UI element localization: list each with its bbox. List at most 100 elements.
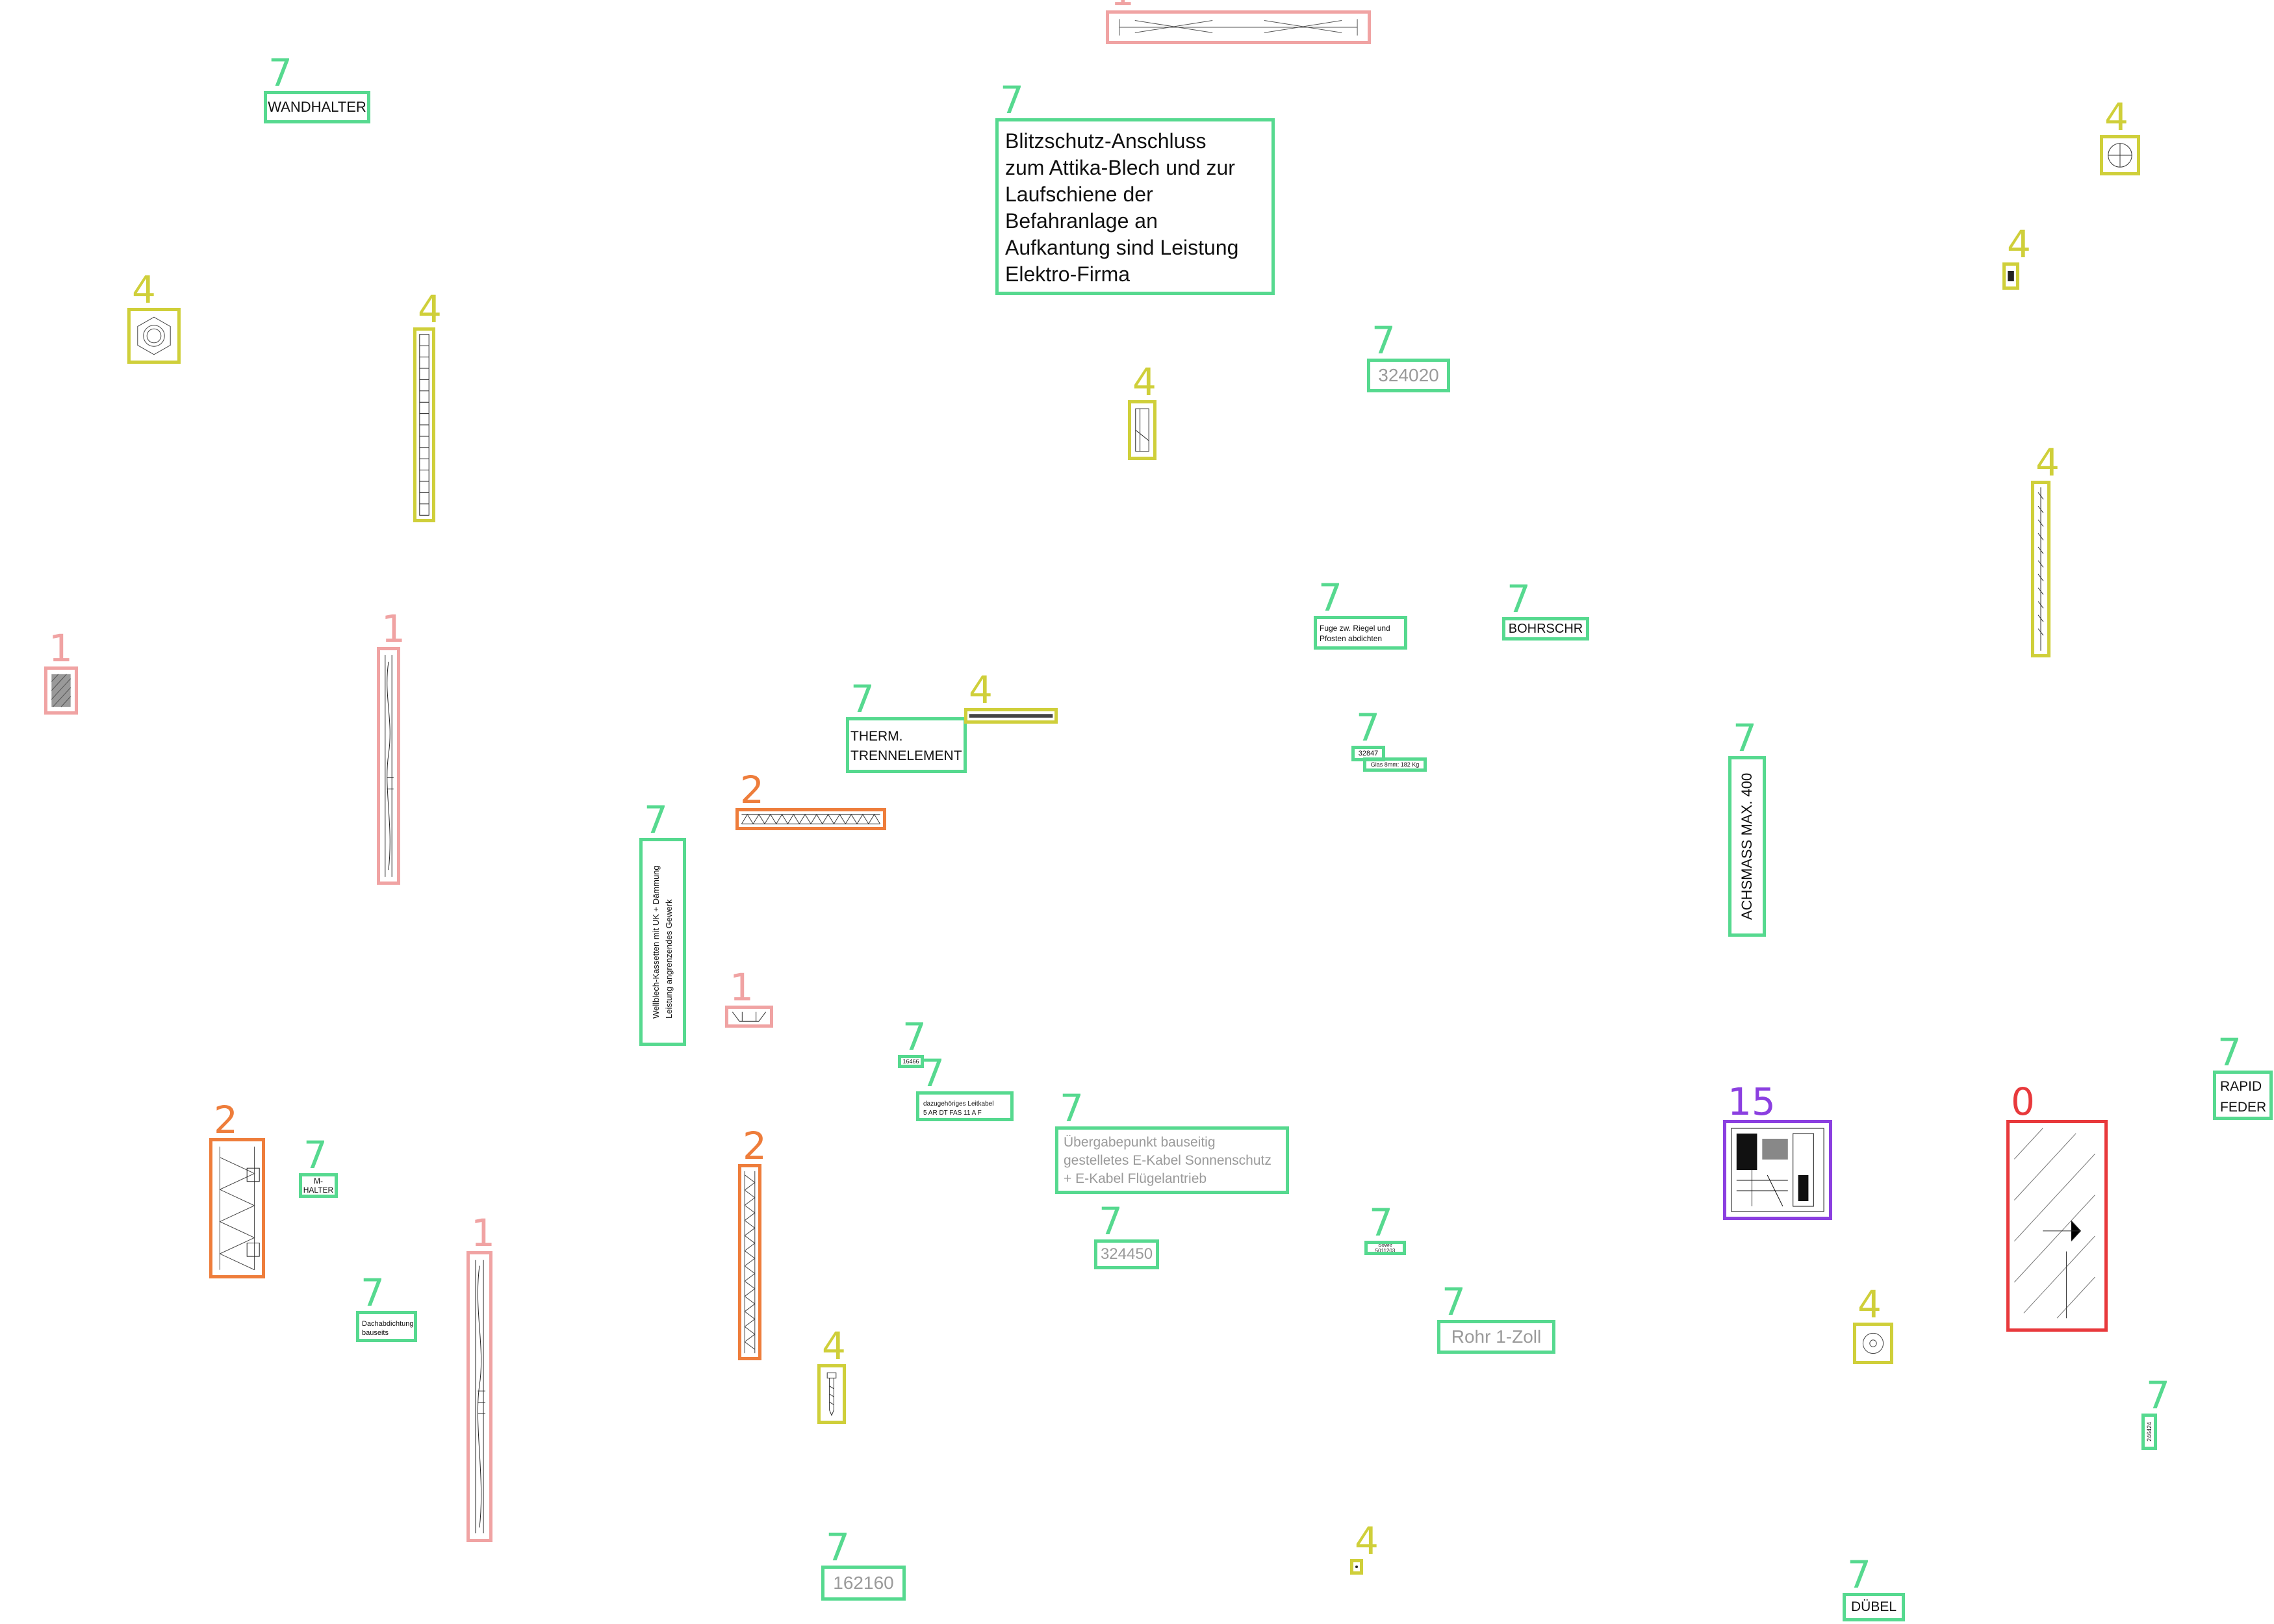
label-text: Wellblech-Kassetten mit UK + Dämmung Lei… — [651, 865, 674, 1019]
category-label: 2 — [743, 1124, 767, 1168]
region-text-label: 7 162160 — [821, 1529, 906, 1601]
region-sketch-h-screw: 4 — [964, 671, 1058, 724]
category-label: 7 — [1442, 1280, 1466, 1324]
region-sketch-screw: 4 — [817, 1327, 846, 1424]
category-label: 7 — [1369, 1200, 1393, 1245]
category-label: 1 — [471, 1211, 495, 1255]
label-text: 162160 — [833, 1573, 894, 1593]
region-sketch-profile: 1 — [466, 1214, 495, 1542]
region-sketch-dot: 4 — [1350, 1522, 1379, 1575]
category-label: 7 — [1000, 78, 1024, 122]
region-sketch-nut: 4 — [2100, 98, 2140, 175]
region-text-note: 7 Blitzschutz-Anschluss zum Attika-Blech… — [995, 81, 1275, 295]
label-text: Glas 8mm: 182 Kg — [1370, 761, 1420, 768]
category-label: 7 — [1318, 576, 1342, 620]
category-label: 7 — [361, 1271, 385, 1315]
category-label: 15 — [1728, 1080, 1776, 1124]
category-label: 7 — [2217, 1030, 2242, 1074]
category-label: 4 — [969, 668, 993, 712]
region-sketch-small: 4 — [2002, 225, 2031, 290]
category-label: 7 — [1847, 1553, 1871, 1597]
region-text-label: 7 Dachabdichtung bauseits — [356, 1274, 417, 1342]
category-label: 4 — [1355, 1519, 1379, 1563]
category-label: 1 — [381, 607, 405, 651]
category-label: 4 — [1132, 360, 1156, 404]
threaded-rod-drawing — [416, 331, 432, 519]
label-text: THERM. TRENNELEMENT — [850, 729, 962, 763]
region-text-label: 7 Wellblech-Kassetten mit UK + Dämmung L… — [639, 801, 686, 1046]
region-sketch-threaded-rod: 4 — [413, 290, 442, 522]
region-text-label: 7 324450 — [1094, 1202, 1159, 1269]
region-sketch-long-screw: 4 — [2031, 444, 2060, 657]
label-text: DÜBEL — [1850, 1599, 1897, 1614]
label-text: 324020 — [1378, 365, 1439, 385]
region-text-label: 7 Glas 8mm: 182 Kg — [1363, 757, 1427, 772]
category-label: 0 — [2011, 1080, 2035, 1124]
beam-drawing — [1109, 14, 1368, 41]
long-screw-drawing — [2034, 487, 2047, 651]
section-drawing — [1726, 1123, 1829, 1217]
label-text: BOHRSCHR — [1508, 621, 1583, 636]
region-text-label: 7 Fuge zw. Riegel und Pfosten abdichten — [1314, 579, 1407, 650]
region-sketch-bracket: 4 — [1128, 363, 1156, 460]
nut-drawing — [2103, 138, 2137, 172]
profile-drawing — [470, 1254, 485, 1539]
region-text-label: 7 DÜBEL — [1843, 1556, 1905, 1621]
category-label: 7 — [1733, 716, 1757, 760]
region-sketch-washer: 4 — [1853, 1286, 1893, 1364]
screw-drawing — [821, 1367, 843, 1421]
category-label: 7 — [268, 51, 292, 95]
profile-drawing — [380, 650, 394, 882]
category-label: 2 — [214, 1098, 238, 1142]
category-label: 7 — [826, 1525, 850, 1569]
label-text: dazugehöriges Leitkabel 5 AR DT FAS 11 A… — [923, 1100, 994, 1117]
small-part-drawing — [2008, 271, 2014, 281]
category-label: 1 — [730, 965, 754, 1009]
region-sketch-hexnut: 4 — [127, 271, 181, 364]
region-text-label: 7 Rohr 1-Zoll — [1437, 1283, 1555, 1354]
label-text: Rohr 1-Zoll — [1451, 1326, 1542, 1347]
region-sketch-section: 15 — [1723, 1083, 1832, 1220]
category-label: 1 — [1110, 0, 1134, 11]
label-text: 246424 — [2146, 1421, 2153, 1442]
hex-nut-drawing — [131, 311, 177, 361]
region-sketch-small-profile: 1 — [725, 969, 773, 1028]
region-text-label: 7 324020 — [1367, 322, 1450, 392]
washer-drawing — [1856, 1326, 1890, 1361]
label-text: 324450 — [1100, 1245, 1153, 1263]
category-label: 7 — [644, 798, 668, 842]
category-label: 4 — [132, 268, 156, 312]
category-label: 7 — [902, 1015, 926, 1059]
region-text-label: 7 ACHSMASS MAX. 400 — [1728, 719, 1766, 937]
category-label: 4 — [2007, 222, 2031, 266]
zigzag-drawing — [741, 1167, 758, 1357]
region-sketch-hatch: 1 — [44, 629, 78, 715]
region-sketch-zigzag: 2 — [738, 1127, 767, 1360]
label-text: ACHSMASS MAX. 400 — [1739, 772, 1755, 920]
bracket-drawing — [1131, 403, 1153, 457]
category-label: 4 — [418, 287, 442, 331]
label-text: 16466 — [902, 1058, 919, 1065]
region-sketch-profile: 1 — [377, 610, 405, 885]
region-sketch-zigzag: 2 — [735, 771, 886, 830]
region-text-note: 7 Übergabepunkt bauseitig gestelletes E-… — [1055, 1089, 1289, 1194]
glass-panel-drawing — [2010, 1123, 2104, 1328]
region-text-label: 7 Sowie 5011203 — [1364, 1204, 1406, 1255]
category-label: 7 — [921, 1051, 945, 1095]
region-text-label: 7 RAPID FEDER — [2213, 1034, 2273, 1120]
region-sketch-zigzag: 2 — [209, 1101, 265, 1278]
region-text-label: 7 16466 — [898, 1018, 926, 1068]
dot-drawing — [1355, 1566, 1358, 1568]
label-text: RAPID FEDER — [2220, 1079, 2267, 1115]
category-label: 7 — [1372, 318, 1396, 362]
category-label: 7 — [2146, 1373, 2170, 1417]
label-text: M- HALTER — [303, 1176, 334, 1195]
region-text-label: 7 M- HALTER — [299, 1136, 338, 1198]
category-label: 2 — [740, 768, 764, 812]
hatch-drawing — [47, 670, 75, 711]
zigzag-drawing — [212, 1141, 262, 1275]
label-text: 32847 — [1358, 750, 1379, 757]
category-label: 7 — [1356, 705, 1380, 750]
category-label: 1 — [49, 626, 73, 670]
